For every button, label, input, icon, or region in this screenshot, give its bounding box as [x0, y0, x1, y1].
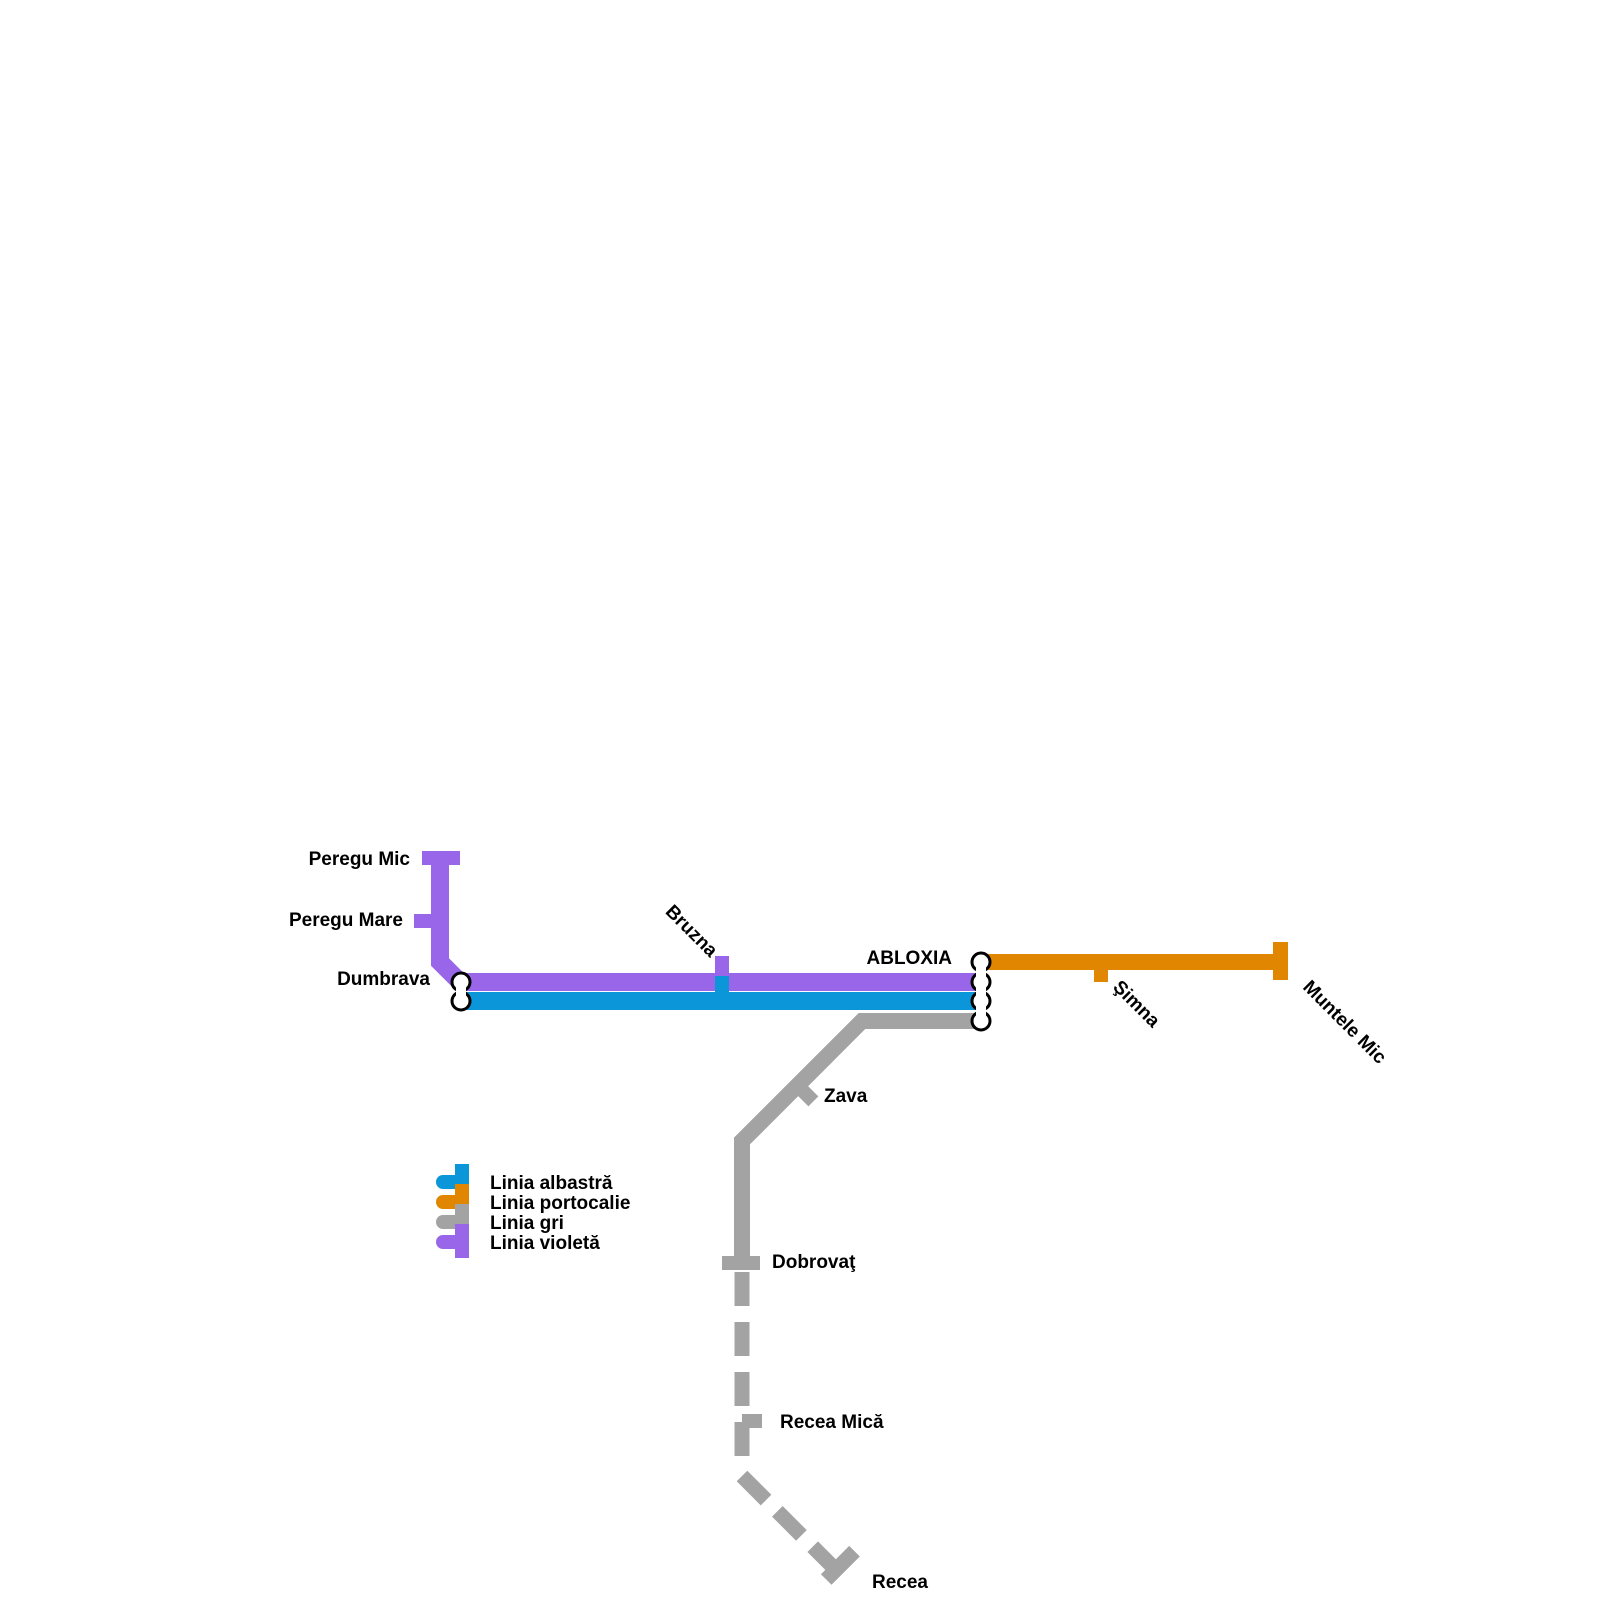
- legend-swatch-gray: [436, 1204, 469, 1229]
- station-tick-peregu-mic: [422, 851, 460, 865]
- station-tick-peregu-mare: [414, 914, 436, 928]
- station-label-zava[interactable]: Zava: [824, 1086, 868, 1107]
- legend-swatch-blue: [436, 1164, 469, 1189]
- station-tick-bruzna-blue: [715, 976, 729, 1006]
- station-label-bruzna[interactable]: Bruzna: [661, 901, 722, 962]
- station-label-muntele-mic[interactable]: Muntele Mic: [1298, 977, 1390, 1069]
- station-label-abloxia[interactable]: ABLOXIA: [867, 948, 953, 969]
- station-tick-simna: [1094, 962, 1108, 982]
- legend-swatch-violet: [436, 1224, 469, 1258]
- station-label-recea[interactable]: Recea: [872, 1572, 928, 1593]
- line-blue[interactable]: [460, 976, 980, 1010]
- station-label-simna[interactable]: Şimna: [1108, 977, 1163, 1032]
- station-tick-recea-mica: [742, 1414, 762, 1428]
- interchange-abloxia[interactable]: [970, 951, 992, 1032]
- station-tick-zava: [795, 1083, 819, 1107]
- legend-label-gray: Linia gri: [490, 1213, 564, 1234]
- legend-label-blue: Linia albastră: [490, 1173, 613, 1194]
- legend-label-orange: Linia portocalie: [490, 1193, 630, 1214]
- legend-label-violet: Linia violetă: [490, 1233, 600, 1254]
- interchange-dumbrava[interactable]: [442, 966, 472, 1018]
- station-tick-recea: [820, 1545, 860, 1585]
- line-gray[interactable]: [722, 1013, 980, 1585]
- station-label-dobrovat[interactable]: Dobrovaţ: [772, 1252, 856, 1273]
- station-tick-bruzna-violet: [715, 956, 729, 976]
- station-tick-dobrovat: [722, 1256, 760, 1270]
- line-orange[interactable]: [980, 942, 1288, 982]
- station-label-dumbrava[interactable]: Dumbrava: [337, 969, 430, 990]
- legend: Linia albastră Linia portocalie Linia gr…: [436, 1164, 630, 1258]
- station-label-peregu-mic[interactable]: Peregu Mic: [309, 849, 411, 870]
- legend-swatch-orange: [436, 1184, 469, 1209]
- station-tick-muntele-mic: [1273, 942, 1288, 980]
- station-label-recea-mica[interactable]: Recea Mică: [780, 1412, 884, 1433]
- station-label-peregu-mare[interactable]: Peregu Mare: [289, 910, 403, 931]
